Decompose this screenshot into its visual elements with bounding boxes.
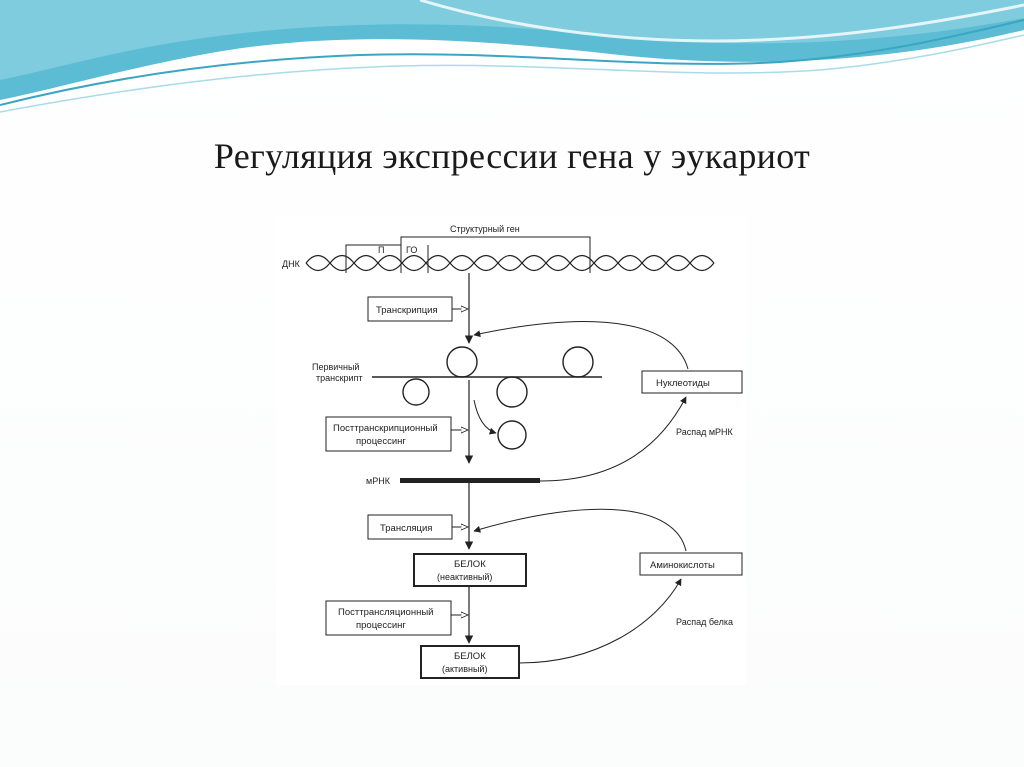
translation-box (367, 514, 453, 540)
post-transcription-box (325, 416, 452, 452)
amino-acids-label: Аминокислоты (650, 560, 715, 571)
operator-label: ГО (406, 245, 417, 255)
protein-active-box (420, 645, 520, 679)
mrna-strand (400, 478, 540, 483)
mrna-label: мРНК (366, 476, 391, 486)
transcription-label: Транскрипция (376, 305, 438, 316)
translation-label: Трансляция (380, 523, 432, 534)
structural-gene-label: Структурный ген (450, 224, 520, 234)
wave-header-decoration (0, 0, 1024, 113)
protein-inactive-title: БЕЛОК (454, 559, 486, 570)
protein-decay-label: Распад белка (676, 617, 733, 627)
amino-acids-box (639, 552, 743, 576)
mrna-decay-arrow (539, 396, 687, 482)
nucleotides-return-arrow (473, 321, 689, 370)
transcription-box (367, 296, 453, 322)
nucleotides-box (641, 370, 743, 394)
excised-intron-loop (497, 420, 527, 450)
primary-transcript-strand (372, 346, 602, 408)
post-transcription-line1: Посттранскрипционный (333, 423, 438, 434)
post-translation-box (325, 600, 452, 636)
diagram-canvas: ДНК Структурный ген П ГО Транскрипция Пе… (282, 224, 743, 679)
protein-decay-arrow (518, 578, 682, 664)
post-translation-line1: Посттрансляционный (338, 607, 433, 618)
splice-arrow (473, 399, 497, 435)
gene-expression-diagram: ДНК Структурный ген П ГО Транскрипция Пе… (276, 215, 746, 685)
dna-helix (305, 254, 715, 272)
protein-active-sub: (активный) (442, 664, 487, 674)
slide-title: Регуляция экспрессии гена у эукариот (213, 136, 811, 176)
primary-transcript-label-line1: Первичный (312, 362, 359, 372)
protein-active-title: БЕЛОК (454, 651, 486, 662)
gene-brackets (345, 236, 591, 273)
protein-inactive-box (413, 553, 527, 587)
amino-acids-return-arrow (473, 508, 687, 552)
protein-inactive-sub: (неактивный) (437, 572, 492, 582)
promoter-label: П (378, 245, 384, 255)
dna-label: ДНК (282, 259, 301, 269)
post-translation-line2: процессинг (356, 620, 406, 631)
post-transcription-line2: процессинг (356, 436, 406, 447)
nucleotides-label: Нуклеотиды (656, 378, 710, 389)
mrna-decay-label: Распад мРНК (676, 427, 734, 437)
primary-transcript-label-line2: транскрипт (316, 373, 363, 383)
